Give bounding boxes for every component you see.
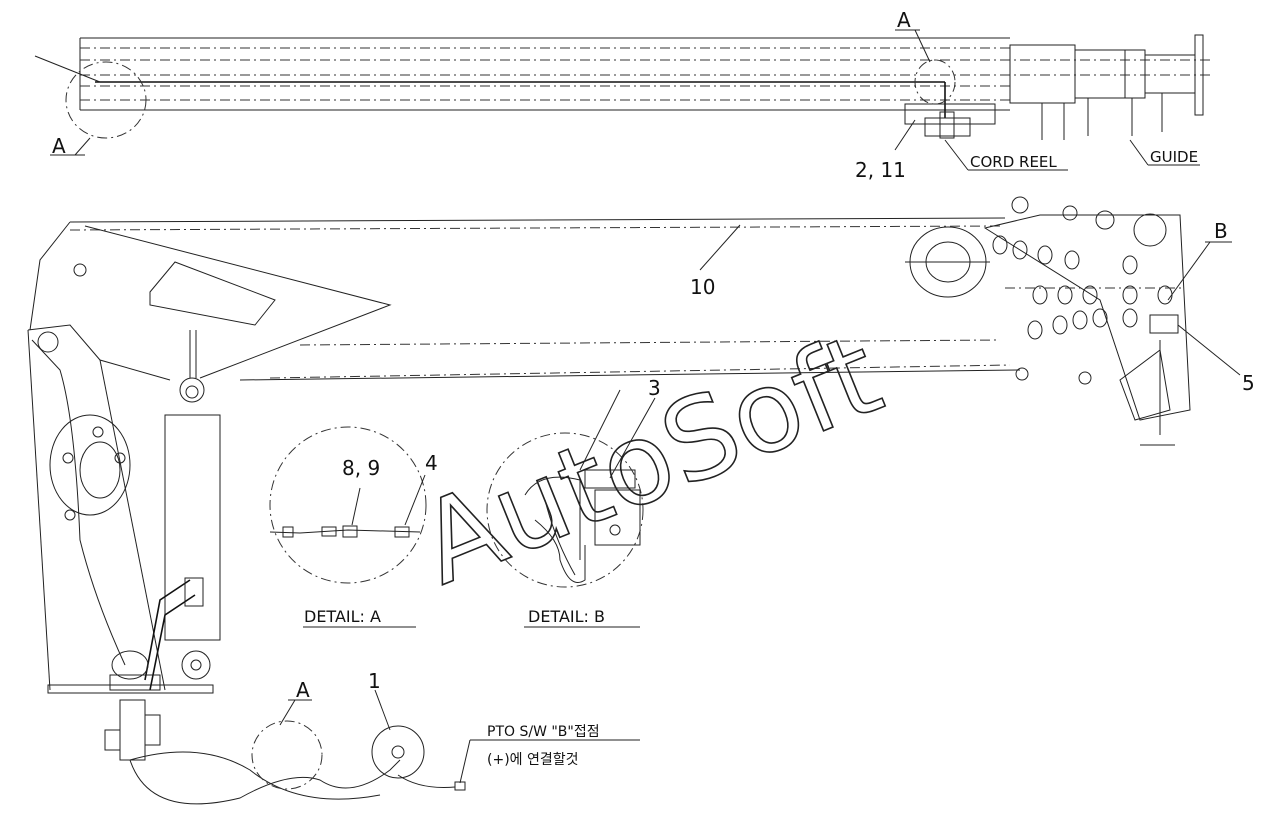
note-pto-line1: PTO S/W "B"접점 (487, 724, 600, 740)
top-boom-view (34, 29, 1210, 171)
label-part-5: 5 (1242, 371, 1255, 395)
label-a-top-right: A (897, 8, 911, 32)
detail-a (269, 426, 427, 628)
labels: A A A B 2, 11 CORD REEL GUIDE 10 5 8, 9 … (52, 8, 1255, 768)
watermark-text: AutoSoft (403, 309, 898, 610)
label-b: B (1214, 219, 1228, 243)
label-a-bottom: A (296, 678, 310, 702)
label-part-8-9: 8, 9 (342, 456, 380, 480)
detail-b (486, 389, 656, 628)
label-guide: GUIDE (1150, 148, 1198, 166)
label-part-1: 1 (368, 669, 381, 693)
label-cord-reel: CORD REEL (970, 153, 1057, 171)
label-part-10: 10 (690, 275, 715, 299)
link-bolts (992, 235, 1173, 340)
label-a-top-left: A (52, 134, 66, 158)
label-part-3: 3 (648, 376, 661, 400)
note-pto-line2: (+)에 연결할것 (487, 752, 579, 768)
label-part-2-11: 2, 11 (855, 158, 906, 182)
watermark: AutoSoft (402, 309, 898, 611)
label-part-4: 4 (425, 451, 438, 475)
label-detail-b: DETAIL: B (528, 607, 605, 626)
side-boom-view (27, 196, 1241, 805)
label-detail-a: DETAIL: A (304, 607, 381, 626)
